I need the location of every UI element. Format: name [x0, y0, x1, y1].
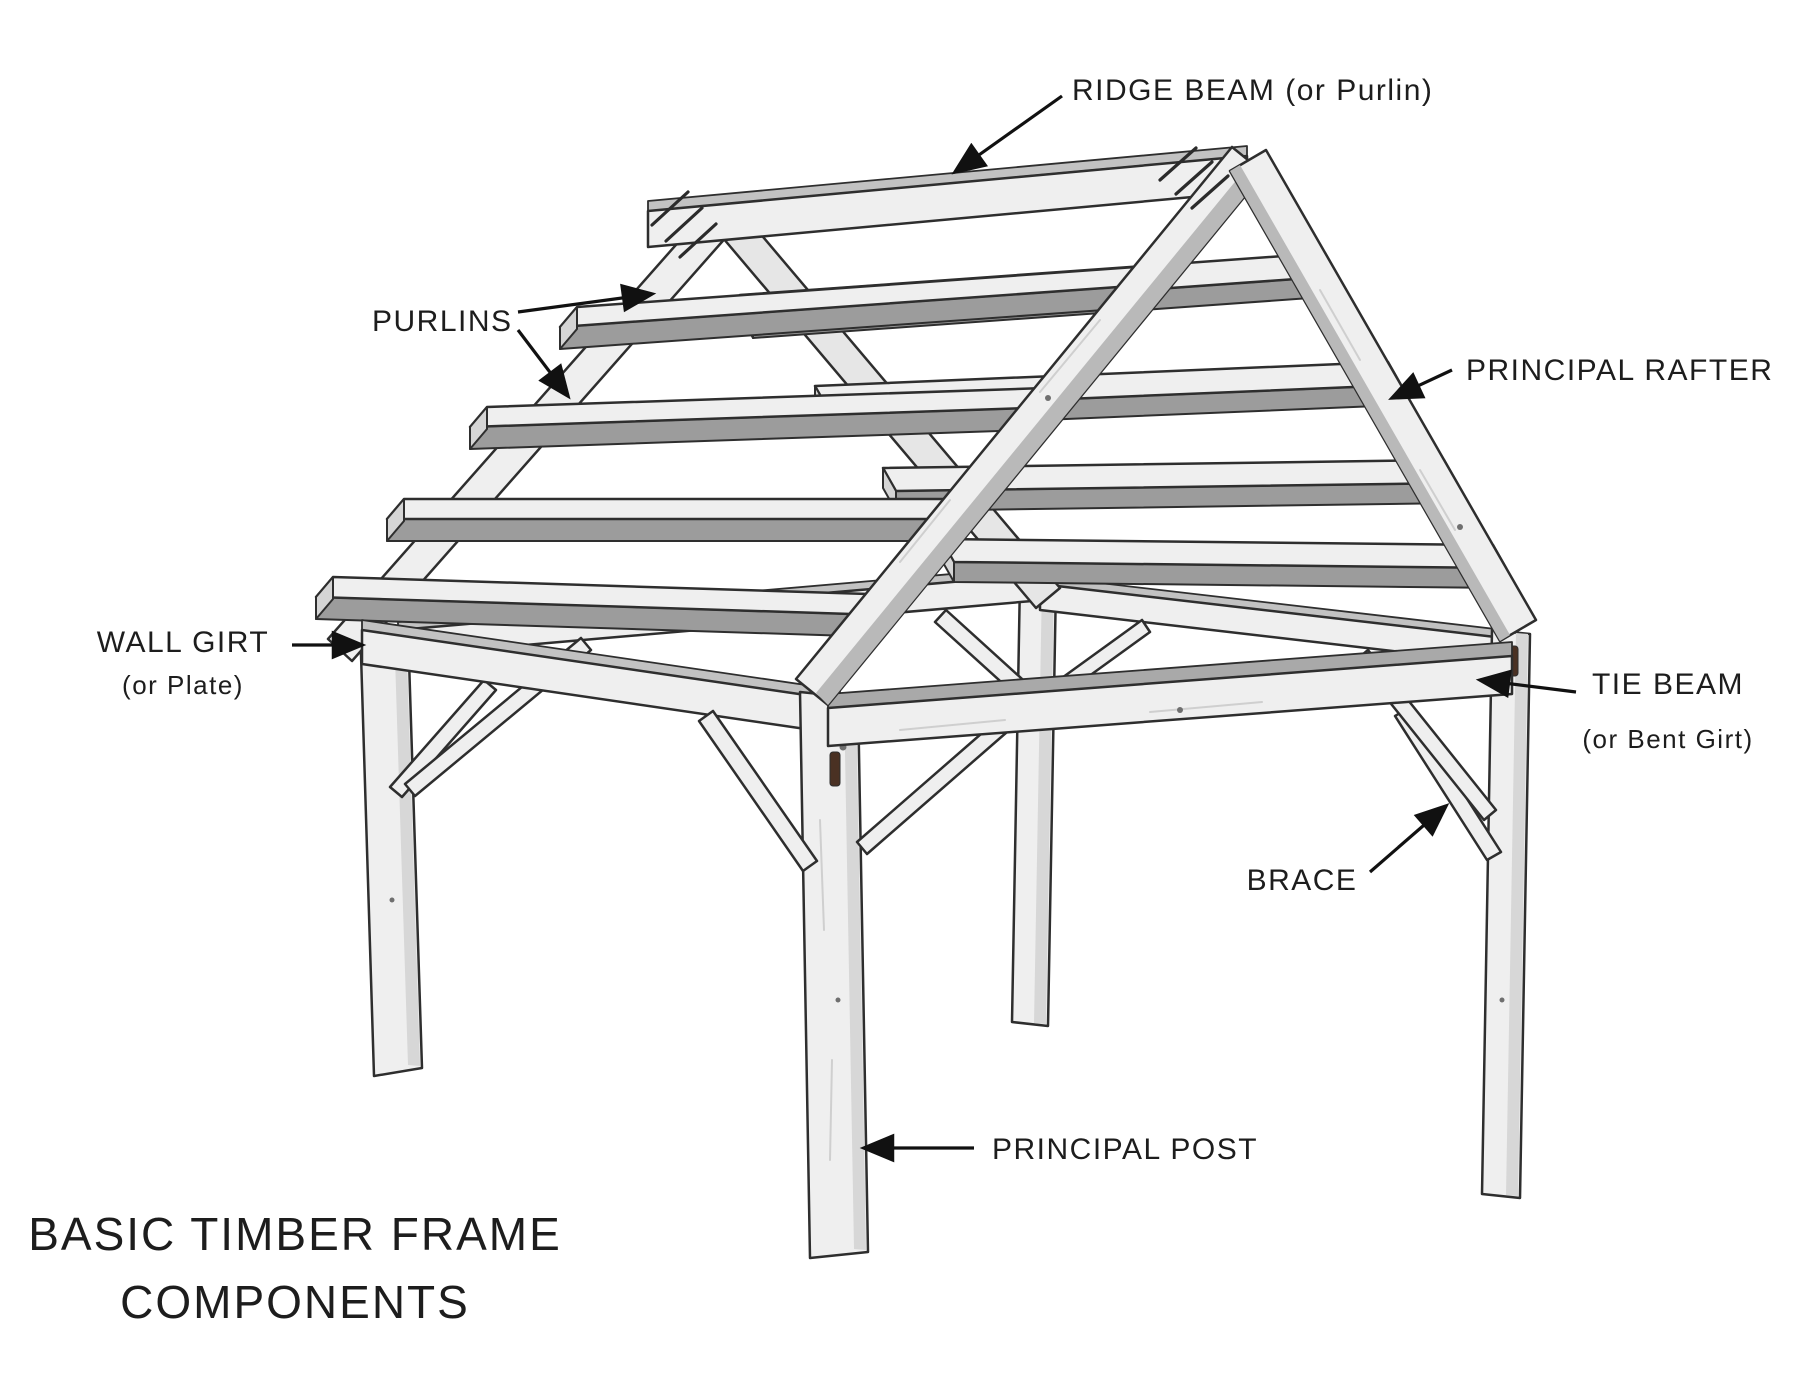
wall-girt-label: WALL GIRT — [97, 626, 269, 659]
tie-beam-label: TIE BEAM — [1592, 668, 1744, 701]
left-slope-purlins — [314, 264, 1151, 637]
principal-rafter-left — [794, 145, 1266, 707]
wall-girt-alt-label: (or Plate) — [122, 670, 244, 700]
brace-arrow — [1368, 803, 1450, 874]
front-apex-hatch — [1158, 146, 1230, 210]
tie-beam-arrow — [1475, 669, 1577, 699]
principal-post — [798, 690, 870, 1260]
back-left-post — [358, 620, 424, 1078]
tie-beam-alt-label: (or Bent Girt) — [1582, 724, 1753, 754]
back-right-post — [1010, 578, 1058, 1028]
right-purlin-3 — [881, 458, 1459, 512]
ridge-beam-label: RIDGE BEAM (or Purlin) — [1072, 74, 1433, 107]
principal-post-label: PRINCIPAL POST — [992, 1133, 1258, 1166]
left-purlin-3 — [385, 497, 952, 542]
tie-beam — [826, 641, 1514, 748]
right-purlin-4 — [939, 537, 1508, 589]
ridge-beam-arrow — [951, 94, 1063, 175]
front-left-brace-wall — [697, 709, 819, 873]
diagram-title-line2: COMPONENTS — [120, 1276, 470, 1328]
principal-rafter-arrow — [1388, 368, 1453, 400]
front-right-post — [1480, 628, 1532, 1200]
purlins-arrow-lower — [516, 329, 571, 400]
principal-rafter — [1228, 148, 1538, 643]
left-purlin-2 — [468, 386, 1047, 450]
front-truss — [794, 145, 1538, 707]
back-apex-hatch — [650, 190, 718, 259]
back-left-brace-wall — [388, 678, 498, 799]
purlins-arrow-upper — [517, 283, 657, 314]
brace-label: BRACE — [1247, 864, 1358, 897]
principal-rafter-label: PRINCIPAL RAFTER — [1466, 354, 1773, 387]
purlins-label: PURLINS — [372, 305, 513, 338]
diagram-title-line1: BASIC TIMBER FRAME — [28, 1208, 562, 1260]
